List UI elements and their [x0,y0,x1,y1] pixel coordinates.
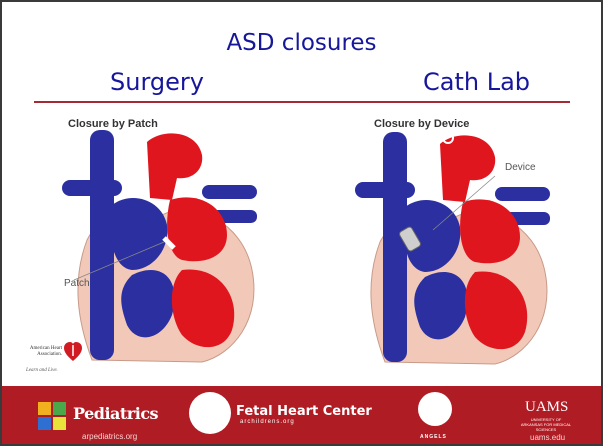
slide-title: ASD closures [0,30,603,56]
pediatrics-label: Pediatrics [73,404,158,423]
aha-heart-icon [64,342,82,362]
angels-logo-icon [418,392,452,426]
fetal-heart-logo-icon [189,392,231,434]
device-label: Device [505,162,536,173]
uams-label: UAMS [525,399,568,416]
uams-subtitle: UNIVERSITY OF ARKANSAS FOR MEDICAL SCIEN… [520,417,572,432]
surgery-heading: Surgery [110,68,204,96]
fetal-heart-label: Fetal Heart Center [236,404,372,419]
aha-name: American Heart Association. [14,346,62,358]
patch-label: Patch [64,278,90,289]
fetal-heart-url[interactable]: archildrens.org [240,419,295,425]
heart-device-illustration [345,132,575,372]
device-figure-caption: Closure by Device [374,118,469,130]
american-heart-association-logo: American Heart Association. Learn and Li… [14,338,84,386]
pediatrics-logo-icon [38,402,66,430]
patch-figure-caption: Closure by Patch [68,118,158,130]
footer-bar: Pediatrics arpediatrics.org Fetal Heart … [0,386,603,446]
cath-lab-heading: Cath Lab [423,68,530,96]
angels-label: ANGELS [420,434,447,440]
title-divider [34,101,570,103]
pediatrics-url[interactable]: arpediatrics.org [82,432,137,441]
aha-slogan: Learn and Live. [26,368,58,373]
uams-url[interactable]: uams.edu [530,433,565,442]
heart-patch-illustration [52,130,282,370]
